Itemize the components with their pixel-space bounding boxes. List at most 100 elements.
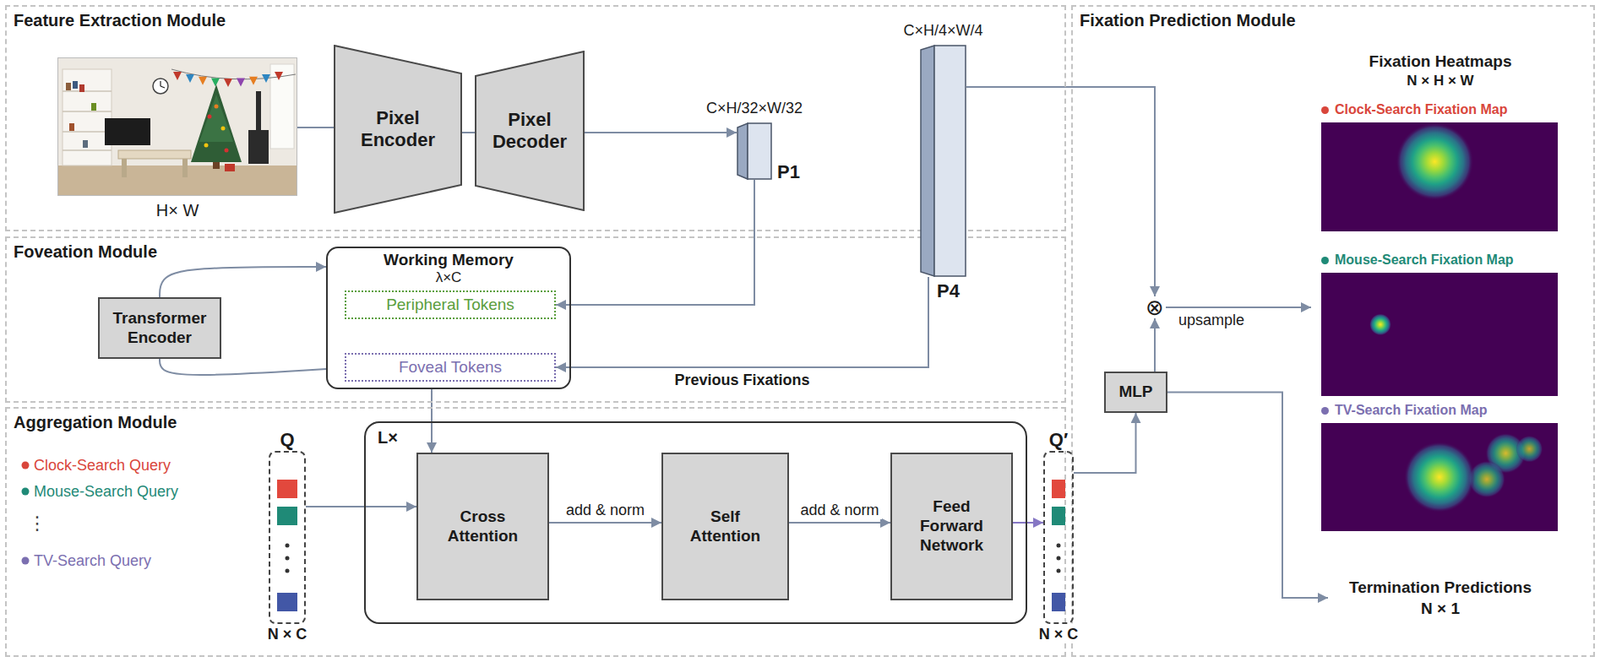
node-title: Termination Predictions [1349, 578, 1532, 598]
connector [966, 87, 1155, 297]
book [91, 103, 97, 111]
connector [1073, 413, 1137, 474]
ornament [221, 126, 226, 131]
table-top [118, 150, 191, 159]
output-label: Termination PredictionsN × 1 [1327, 572, 1553, 624]
query-square [1051, 593, 1066, 612]
query-bullet [21, 488, 30, 496]
feature-map-shape [919, 44, 967, 278]
edge-label: add & norm [563, 500, 648, 520]
feature-map-side [920, 45, 935, 277]
stove-pipe [255, 91, 262, 131]
connector [159, 359, 327, 376]
edge-label: Previous Fixations [671, 370, 812, 390]
floor [57, 165, 298, 196]
connector [789, 522, 891, 524]
tv [104, 118, 151, 146]
edge-label: upsample [1175, 310, 1247, 330]
process-box: MLP [1104, 371, 1168, 414]
bunting-flag [173, 71, 182, 81]
bunting-flag [211, 77, 220, 87]
heatmap-ground [1321, 423, 1558, 532]
query-stack: QN × C [268, 451, 306, 625]
node-title: MLP [1118, 382, 1153, 403]
encoder-trapezoid: Pixel Encoder [333, 44, 463, 214]
book [69, 123, 75, 131]
node-title: Feed Forward Network [905, 497, 999, 556]
node-subtitle: N × C [1036, 625, 1082, 644]
ornament [207, 114, 213, 120]
ornament [224, 148, 229, 153]
edge-label: add & norm [797, 500, 882, 520]
node-title: Cross Attention [436, 507, 530, 547]
book [65, 82, 71, 91]
node-title: C×H/4×W/4 [903, 21, 983, 40]
shelf-board [62, 130, 112, 133]
query-bullet [21, 557, 30, 566]
module-region: Foveation ModuleTransformer EncoderWorki… [5, 236, 1067, 403]
query-square [277, 506, 298, 526]
multiply-symbol: ⊗ [1143, 296, 1166, 319]
christmas-tree [190, 84, 242, 163]
node-title: ⊗ [1145, 296, 1165, 319]
node-title: Fixation Heatmaps [1369, 52, 1513, 71]
connector [584, 131, 737, 134]
gift [224, 163, 235, 172]
heatmap-image [1321, 272, 1558, 397]
map-bullet [1321, 407, 1329, 415]
node-title: Feature Extraction Module [13, 10, 226, 31]
map-bullet [1321, 106, 1329, 115]
query-squares [1043, 451, 1074, 625]
christmas-tree [199, 94, 234, 142]
clock-hand [159, 81, 161, 87]
connector [549, 522, 662, 524]
bunting-flag [223, 78, 233, 88]
connector [1167, 392, 1328, 599]
node-subtitle: N × 1 [1420, 599, 1460, 619]
shelf [62, 69, 112, 166]
bunting-flag [198, 76, 207, 86]
table-leg [182, 158, 188, 178]
process-box: Transformer Encoder [97, 297, 222, 360]
decoder-trapezoid: Pixel Decoder [474, 50, 585, 212]
room-photo [57, 57, 298, 196]
node-title: TV-Search Fixation Map [1334, 402, 1487, 420]
ellipsis: ⋮ [27, 513, 47, 534]
heatmap-group: Fixation HeatmapsN × H × WClock-Search F… [1311, 52, 1570, 543]
process-box: Cross Attention [416, 452, 550, 601]
feature-map-side [737, 123, 748, 180]
node-title: H× W [57, 201, 298, 221]
node-subtitle: P4 [936, 280, 960, 303]
ellipsis-dot [1056, 556, 1062, 561]
process-box: Feed Forward Network [890, 452, 1013, 601]
node-title: Clock-Search Fixation Map [1334, 101, 1508, 119]
bunting-flag [185, 74, 195, 83]
heatmap-image [1321, 423, 1558, 532]
token-box: Peripheral Tokens [344, 290, 556, 320]
feature-map-face [747, 123, 772, 180]
node-title: Mouse-Search Fixation Map [1334, 251, 1514, 269]
trapezoid-outline [334, 45, 462, 213]
wall [57, 57, 298, 196]
ornament [214, 104, 219, 109]
connector [1153, 318, 1156, 372]
memory-box: Working Memoryλ×CPeripheral TokensFoveal… [326, 246, 572, 390]
heatmap-panel: Mouse-Search Fixation Map [1316, 251, 1562, 400]
node-subtitle: N × C [267, 625, 308, 644]
book [82, 140, 88, 148]
heatmap-ground [1321, 272, 1558, 397]
bunting-flag [249, 76, 258, 86]
node-title: Self Attention [679, 507, 773, 547]
ellipsis-dot [285, 544, 290, 549]
connector [1165, 306, 1312, 309]
node-title: Pixel Decoder [484, 108, 576, 154]
query-bullet [21, 462, 30, 470]
node-title: C×H/32×W/32 [706, 99, 803, 118]
ellipsis-dot [1056, 544, 1062, 549]
query-square [1051, 479, 1066, 499]
map-bullet [1321, 256, 1329, 265]
shelf-board [62, 90, 112, 93]
module-region: Aggregation ModuleQN × CL×Cross Attentio… [5, 407, 1067, 658]
fixation-blob [1395, 122, 1474, 201]
